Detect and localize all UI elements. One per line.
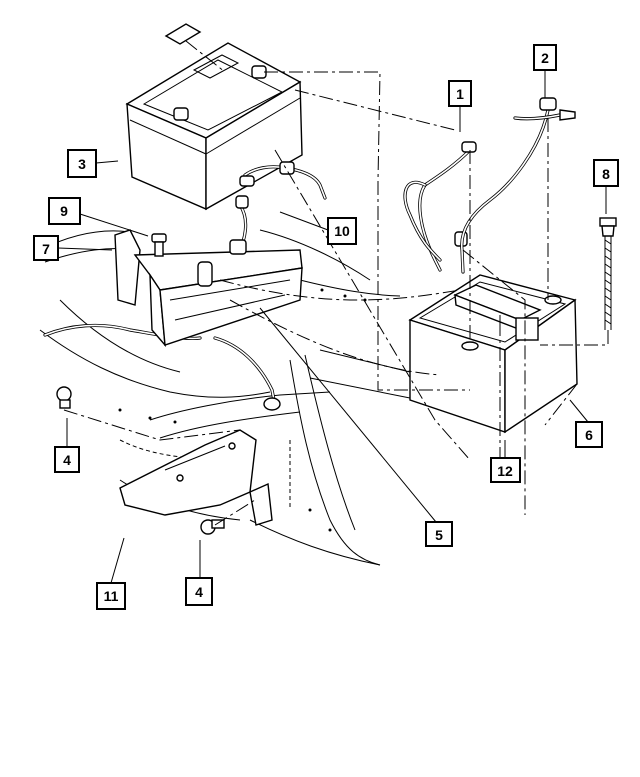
callout-9: 9 xyxy=(48,197,81,225)
callout-label: 2 xyxy=(541,50,549,66)
callout-label: 3 xyxy=(78,156,86,172)
callout-label: 10 xyxy=(334,223,350,239)
callout-4-upper: 4 xyxy=(54,446,80,473)
callout-5: 5 xyxy=(425,521,453,547)
callout-1: 1 xyxy=(448,80,472,107)
callout-label: 4 xyxy=(195,584,203,600)
callout-leaders xyxy=(57,70,607,584)
callout-11: 11 xyxy=(96,582,126,610)
negative-battery-cable xyxy=(403,141,477,272)
callout-label: 7 xyxy=(42,241,50,257)
callout-label: 4 xyxy=(63,452,71,468)
callout-label: 9 xyxy=(60,203,68,219)
callout-label: 12 xyxy=(497,463,513,479)
callout-2: 2 xyxy=(533,44,557,71)
callout-8: 8 xyxy=(593,159,619,187)
retaining-bolt-9 xyxy=(151,233,167,257)
callout-label: 5 xyxy=(435,527,443,543)
assembly-guide-lines xyxy=(63,40,609,526)
mounting-bolt-lower xyxy=(200,519,225,535)
hold-down-bolt xyxy=(599,217,617,330)
callout-3: 3 xyxy=(67,149,97,178)
battery-decal xyxy=(164,23,202,45)
callout-label: 1 xyxy=(456,86,464,102)
hold-down-bracket xyxy=(453,284,542,341)
callout-7: 7 xyxy=(33,235,59,261)
mounting-bolt-upper xyxy=(56,386,72,409)
vehicle-body-structure xyxy=(39,229,421,566)
callout-4-lower: 4 xyxy=(185,577,213,606)
power-distribution-center xyxy=(114,229,303,348)
callout-10: 10 xyxy=(327,217,357,245)
support-bracket xyxy=(119,429,273,526)
callout-label: 8 xyxy=(602,166,610,182)
callout-6: 6 xyxy=(575,421,603,448)
callout-label: 6 xyxy=(585,427,593,443)
battery xyxy=(125,42,303,211)
callout-12: 12 xyxy=(490,457,521,483)
positive-battery-cable xyxy=(460,97,576,274)
callout-label: 11 xyxy=(104,588,119,604)
